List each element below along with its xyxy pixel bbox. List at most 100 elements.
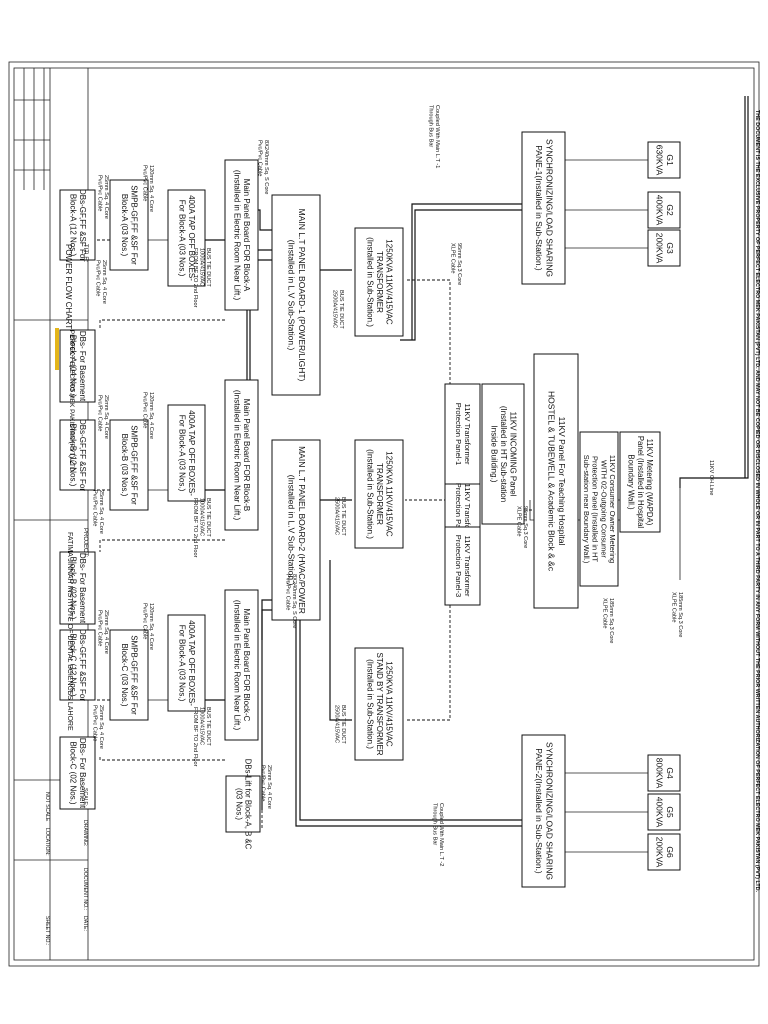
consumer-metering-panel-line: WITH 02-Outgoing Consumer [599, 460, 608, 558]
date-label: DATE: [82, 916, 88, 931]
generator-g5-line: 400KVA [655, 797, 665, 828]
copyright-notice: THE DOCUMENT IS THE EXCLUSIVE PROPERTY O… [754, 110, 760, 893]
drawing-title-line: POWER FLOW CHART [64, 244, 73, 329]
main-lt-panel-1: MAIN L.T PANEL BOARD-1 (POWER/LIGHT)(Ins… [271, 194, 321, 396]
bustie-label-a-line: FROM BF TO 2nd Floor [192, 248, 198, 308]
main-lt-panel-2-line: (Installed in L.V Sub-Station.) [287, 475, 297, 586]
block-a-main-panel-line: (Installed in Electric Room Near Lift.) [233, 170, 242, 301]
incoming-panel: 11KV INCOMING Panel(Installed in HT Sub-… [481, 383, 525, 525]
block-c-smpb-line: Block-C (03 Nos.) [120, 643, 129, 706]
lift-dbs-line: (03 Nos.) [234, 788, 243, 820]
generator-g6-line: G6 [665, 846, 675, 858]
block-b-main-panel-line: (Installed in Electric Room Near Lift.) [233, 390, 242, 521]
main-lt-panel-2: MAIN L.T PANEL BOARD-2 (HVAC/POWER(Insta… [271, 439, 321, 621]
block-c-dbs-line: Block-C (12 Nos.) [69, 633, 78, 696]
hostel-panel-line: HOSTEL & TUBEWELL & Academic Block & &c [547, 391, 557, 572]
coupled-label-2-line: Coupled With Main L.T -2 [438, 803, 444, 866]
generator-g3-line: G3 [665, 242, 675, 254]
cable-label-25-c2-line: 25mm Sq. 4 Core [98, 705, 104, 749]
block-b-tap-off-boxes-line: 400A TAP OFF BOXES- [187, 410, 196, 496]
block-b-main-panel-line: Main Panel Board FOR Block-B [242, 399, 251, 512]
busduct-label-1-line: BUS TIE DUCT [338, 290, 344, 329]
generator-g1-line: 630KVA [655, 145, 665, 176]
sheet-label: SHEET NO.: [44, 916, 50, 945]
block-c-main-panel: Main Panel Board FOR Block-C(Installed i… [224, 589, 259, 741]
block-a-dbs-line: Block-A (12 Nos.) [69, 194, 78, 257]
transformer-1: 1250KVA 11KV/415VACTRANSFORMER(Installed… [354, 227, 404, 337]
consumer-metering-panel-line: Protection Panel (Installed in HT [591, 456, 600, 562]
sheet-label-line: SHEET NO.: [44, 916, 50, 945]
block-b-basement-dbs-line: DBs- For Basement [78, 553, 87, 624]
sync-panel-2-line: SYNCHRONIZING/LOAD SHARING [544, 742, 554, 880]
transformer-1-line: TRANSFORMER [375, 251, 384, 313]
generator-g1-line: G1 [665, 154, 675, 166]
consumer-metering-panel-line: 11KV Consumer Owner Metering [608, 455, 617, 563]
bustie-label-a-line: 1000A/415VAC [199, 248, 205, 286]
block-a-tap-off-boxes: 400A TAP OFF BOXES-For Block-A (03 Nos.) [167, 189, 206, 287]
sync-panel-1-line: SYNCHRONIZING/LOAD SHARING [544, 139, 554, 277]
wapda-metering-panel-line: 11KV Metering (WAPDA) [645, 439, 654, 526]
company-name: PERFECT ELECTRO MEK PAKISTAN (PVT) LTD. [68, 330, 75, 474]
date-label-line: DATE: [82, 916, 88, 931]
cable-label-120-c-line: Pvc/Pvc Cable [142, 603, 148, 639]
sync-panel-2-line: PANE-2(Installed in Sub-Station.) [534, 748, 544, 874]
block-a-basement-dbs-line: Block-A (04 Nos.) [69, 335, 78, 398]
block-a-smpb-line: Block-A (03 Nos.) [120, 194, 129, 257]
cable-label-120-b-line: Pvc/Pvc Cable [142, 392, 148, 428]
cable-label-95-1-line: 95mm Sq.3 Core [456, 243, 462, 285]
transformer-1-line: 1250KVA 11KV/415VAC [384, 239, 393, 325]
scale-value: NOT SCALE [44, 792, 50, 822]
connections [95, 96, 749, 853]
transformer-2: 1250KVA 11KV/415VACTRANSFORMER(Installed… [354, 439, 404, 549]
standby-transformer-line: STAND BY TRANSFORMER [375, 652, 384, 755]
transformer-protection-2-line: 11KV Transformer [463, 483, 472, 545]
sync-panel-1-line: PANE-1(Installed in Sub-Station.) [534, 145, 544, 271]
document-label-line: DOCUMENT NO.: [82, 868, 88, 910]
cable-label-120-a-line: Pvc/Pvc Cable [142, 165, 148, 201]
block-c-tap-off-boxes-line: For Block-A (03 Nos.) [178, 625, 187, 702]
cable-label-120-a-line: 120mm Sq. 4 Core [148, 165, 154, 212]
main-lt-panel-2-line: MAIN L.T PANEL BOARD-2 (HVAC/POWER [297, 446, 307, 614]
busduct-label-3-line: 2500A/415VAC [334, 705, 340, 743]
cable-label-120-c-line: 120mm Sq. 4 Core [148, 603, 154, 650]
busduct-label-3-line: BUS TIE DUCT [340, 705, 346, 744]
generator-g3-line: 200KVA [655, 233, 665, 264]
consumer-metering-panel-line: Sub-station near Boundary Wall.) [582, 455, 591, 564]
project-label-line: PROJECT: [82, 528, 88, 557]
block-c-tap-off-boxes: 400A TAP OFF BOXES-For Block-A (03 Nos.) [167, 614, 206, 712]
cable-label-185-2-line: XLPE Cable [602, 598, 608, 628]
generator-g2-line: G2 [665, 204, 675, 216]
incoming-panel-line: 11KV INCOMING Panel [508, 412, 517, 497]
block-b-tap-off-boxes: 400A TAP OFF BOXES-For Block-A (03 Nos.) [167, 404, 206, 502]
generator-g5-line: G5 [665, 806, 675, 818]
title-label: TITLE: [82, 244, 88, 262]
project-label: PROJECT: [82, 528, 88, 557]
wapda-metering-panel-line: Boundary Wall.) [627, 454, 636, 510]
revision-table [14, 68, 50, 190]
standby-transformer-line: (Installed in Sub-Station.) [365, 659, 374, 749]
coupled-label-2-line: Through Bus Bar [432, 803, 438, 845]
sync-panel-1: SYNCHRONIZING/LOAD SHARINGPANE-1(Install… [521, 131, 566, 285]
sync-panel-2: SYNCHRONIZING/LOAD SHARINGPANE-2(Install… [521, 734, 566, 888]
cable-label-95-2-line: 95mm Sq.3 Core [522, 506, 528, 548]
cable-label-25-a1-line: Pvc/Pvc Cable [97, 175, 103, 211]
block-c-main-panel-line: (Installed in Electric Room Near Lift.) [233, 600, 242, 731]
lift-dbs-line: DBs-Lift for Block-A, B &C [244, 759, 253, 850]
